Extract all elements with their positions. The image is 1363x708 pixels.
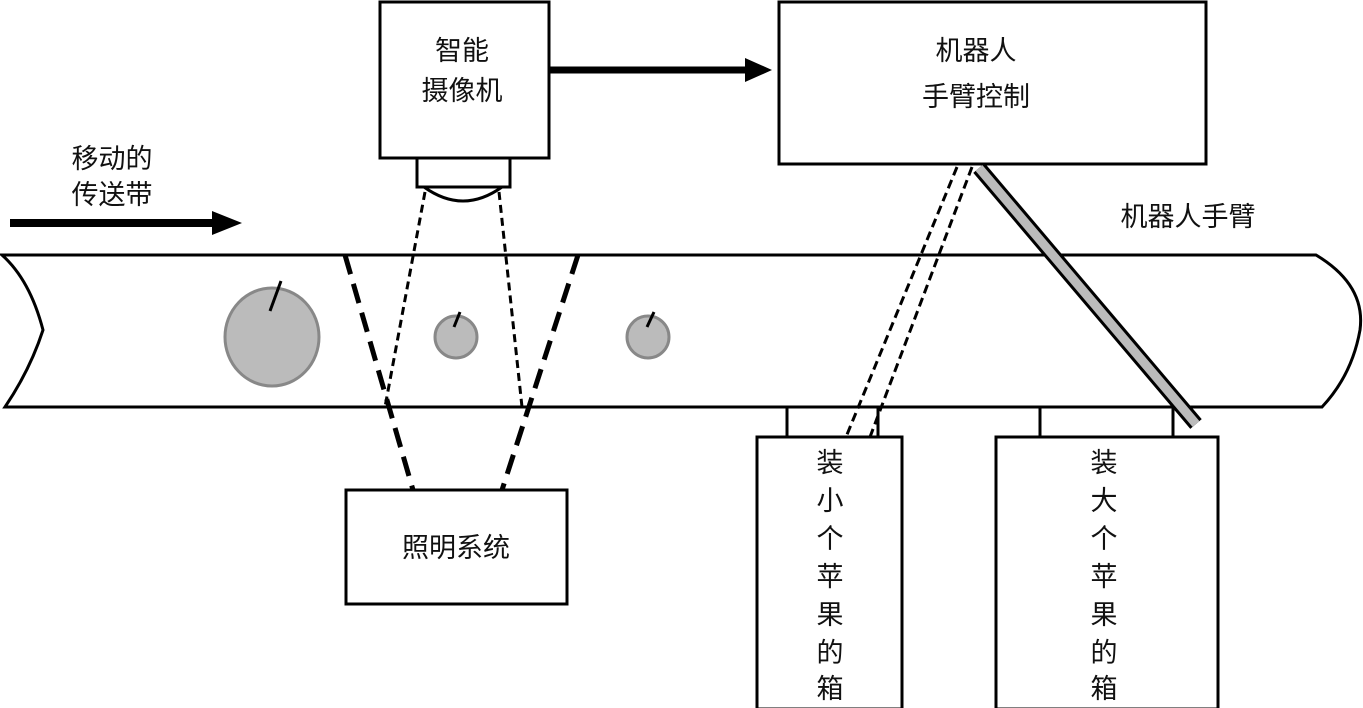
robot-arm (973, 163, 1202, 429)
robot-control-box (777, 0, 1208, 166)
bin-large-char: 苹 (1091, 562, 1118, 593)
camera-to-robot-arrow (550, 58, 772, 82)
conveyor-label-line1: 移动的 (72, 144, 153, 175)
bin-small-char: 苹 (817, 562, 844, 593)
small-apple-bin-label: 装 小 个 苹 果 的 箱 (817, 448, 844, 705)
bin-small-char: 果 (817, 600, 844, 631)
camera-box (378, 0, 551, 160)
apple-small-1 (433, 311, 479, 360)
bin-large-char: 装 (1091, 448, 1118, 479)
bin-connectors (785, 407, 1175, 437)
bin-large-char: 箱 (1091, 674, 1118, 705)
bin-small-char: 装 (817, 448, 844, 479)
camera-label-line1: 智能 (435, 36, 489, 67)
robot-arm-alt-position (844, 166, 974, 438)
bin-small-char: 箱 (817, 674, 844, 705)
apple-large (223, 280, 321, 388)
bin-large-char: 果 (1091, 600, 1118, 631)
bin-small-char: 的 (817, 638, 844, 669)
bin-large-char: 个 (1091, 524, 1118, 555)
conveyor-label-line2: 传送带 (72, 180, 153, 211)
bin-large-char: 大 (1091, 486, 1118, 517)
conveyor-direction-arrow (10, 211, 242, 235)
camera-label-line2: 摄像机 (422, 76, 503, 107)
robot-control-label-line2: 手臂控制 (922, 82, 1030, 113)
camera-view-lines (383, 191, 524, 408)
bin-small-char: 小 (817, 486, 844, 517)
conveyor-belt (0, 253, 1363, 409)
robot-control-label-line1: 机器人 (936, 36, 1017, 67)
large-apple-bin-label: 装 大 个 苹 果 的 箱 (1091, 448, 1118, 705)
apple-small-2 (625, 311, 671, 360)
bin-large-char: 的 (1091, 638, 1118, 669)
camera-lens (415, 156, 512, 203)
lighting-beams (342, 254, 581, 491)
lighting-label: 照明系统 (402, 533, 510, 564)
robot-arm-label: 机器人手臂 (1121, 202, 1256, 233)
lighting-box (344, 488, 569, 606)
small-apple-bin (755, 435, 904, 708)
bin-small-char: 个 (817, 524, 844, 555)
large-apple-bin (994, 435, 1220, 708)
